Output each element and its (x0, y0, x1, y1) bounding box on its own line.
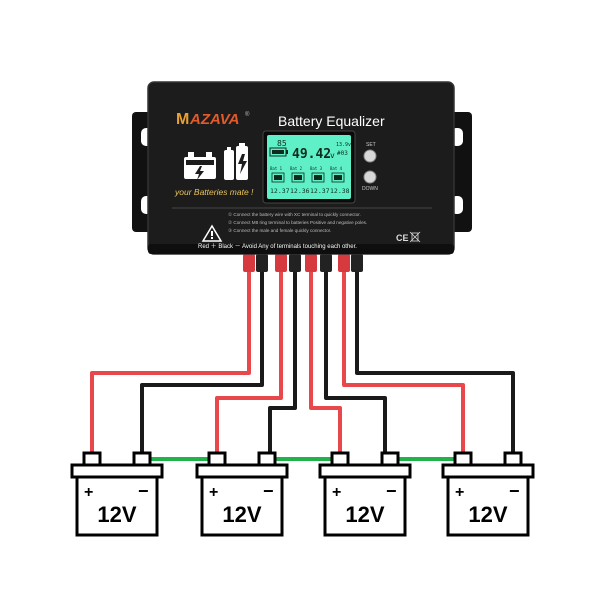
lcd-cell-label: Bat 4 (330, 166, 343, 171)
battery-2-positive-wire (215, 270, 283, 455)
lcd-small-bottom: #03 (337, 150, 348, 157)
lcd-cell-battery-icon (271, 172, 285, 183)
battery-lid (441, 463, 535, 479)
set-button-label: SET (366, 142, 376, 148)
lcd-cell-label: Bat 2 (290, 166, 303, 171)
lcd-voltage-unit: v (330, 151, 335, 160)
battery-negative-terminal[interactable] (380, 451, 400, 467)
lcd-cell-label: Bat 3 (310, 166, 323, 171)
battery-bank: +−12V+−12V+−12V+−12V (70, 451, 535, 537)
lcd-battery-percent-icon (269, 147, 288, 157)
brand-registered-mark: ® (245, 111, 250, 118)
battery-body (323, 475, 407, 537)
instruction-line-1: ① Connect the battery wire with XC termi… (228, 212, 361, 217)
instruction-line-3: ③ Connect the male and female quickly co… (228, 228, 331, 233)
battery-3-positive-wire (309, 270, 342, 455)
plug-black-1[interactable] (256, 254, 268, 272)
battery-4-positive-wire (342, 270, 465, 455)
brand-logo: AZAVA (189, 111, 239, 128)
plug-black-3[interactable] (320, 254, 332, 272)
lcd-cell-battery-icon (291, 172, 305, 183)
lcd-cell-voltage: 12.37 (310, 187, 330, 195)
battery-lid (195, 463, 289, 479)
ce-mark: CE (396, 233, 409, 243)
battery-body (200, 475, 284, 537)
equalizer-device: M AZAVA ® Battery Equalizer your Batteri… (132, 81, 472, 255)
battery-cells-icon (224, 143, 248, 180)
lcd-cell-voltage: 12.37 (270, 187, 290, 195)
battery-1-negative-wire (140, 270, 264, 455)
lcd-cell-fill (274, 175, 282, 180)
battery-2-negative-wire (268, 270, 297, 455)
lcd-percent: 85 (277, 139, 287, 148)
down-button[interactable] (363, 170, 377, 184)
battery-minus-sign: − (138, 481, 149, 501)
battery-lid (70, 463, 164, 479)
device-housing-bottom-edge (148, 244, 454, 254)
battery-1-positive-wire (90, 270, 251, 455)
warning-icon (201, 224, 223, 242)
battery-negative-terminal[interactable] (257, 451, 277, 467)
battery-positive-terminal[interactable] (82, 451, 102, 467)
battery-positive-terminal[interactable] (207, 451, 227, 467)
recycle-bin-icon (409, 231, 421, 243)
wiring (90, 270, 515, 461)
device-title: Battery Equalizer (278, 113, 385, 129)
plug-red-3[interactable] (305, 254, 317, 272)
battery-2: + −12V (195, 451, 289, 537)
battery-4: + −12V (441, 451, 535, 537)
lcd-cell-voltage: 12.36 (290, 187, 310, 195)
battery-minus-sign: − (263, 481, 274, 501)
connector-plugs (243, 254, 363, 272)
battery-4-negative-wire (355, 270, 515, 455)
set-button[interactable] (363, 149, 377, 163)
brand-initial: M (176, 111, 189, 128)
battery-plus-sign: + (332, 484, 341, 501)
plug-red-2[interactable] (275, 254, 287, 272)
battery-plus-sign: + (84, 484, 93, 501)
plug-black-4[interactable] (351, 254, 363, 272)
battery-negative-terminal[interactable] (503, 451, 523, 467)
slogan-text: your Batteries mate ! (174, 187, 254, 197)
battery-lid (318, 463, 412, 479)
lcd-total-voltage: 49.42 (292, 147, 331, 162)
instruction-line-2: ② Connect M8 ring terminal to batteries … (228, 220, 367, 225)
lcd-cell-fill (334, 175, 342, 180)
battery-plus-sign: + (209, 484, 218, 501)
battery-positive-terminal[interactable] (330, 451, 350, 467)
battery-voltage-label: 12V (222, 502, 261, 527)
lcd-cell-voltage: 12.38 (330, 187, 350, 195)
lcd-cell-battery-icon (331, 172, 345, 183)
battery-voltage-label: 12V (97, 502, 136, 527)
battery-1: + −12V (70, 451, 164, 537)
battery-charge-icon (184, 152, 216, 180)
lcd-cell-battery-icon (311, 172, 325, 183)
battery-3: + −12V (318, 451, 412, 537)
lcd-cell-label: Bat 1 (270, 166, 283, 171)
down-button-label: DOWN (362, 186, 378, 192)
battery-voltage-label: 12V (468, 502, 507, 527)
battery-minus-sign: − (509, 481, 520, 501)
battery-positive-terminal[interactable] (453, 451, 473, 467)
plug-red-1[interactable] (243, 254, 255, 272)
battery-plus-sign: + (455, 484, 464, 501)
battery-body (446, 475, 530, 537)
battery-body (75, 475, 159, 537)
lcd-cell-fill (314, 175, 322, 180)
battery-minus-sign: − (386, 481, 397, 501)
lcd-small-top: 13.9v (336, 142, 351, 148)
battery-3-negative-wire (324, 270, 387, 455)
lcd-cell-fill (294, 175, 302, 180)
plug-black-2[interactable] (289, 254, 301, 272)
warning-line: Red ＋ Black － Avoid Any of terminals tou… (198, 243, 357, 250)
battery-voltage-label: 12V (345, 502, 384, 527)
lcd-cell-readouts: Bat 1 12.37 Bat 2 12.36 Bat 3 12.37 Bat 4 12.38 (270, 166, 350, 195)
plug-red-4[interactable] (338, 254, 350, 272)
battery-negative-terminal[interactable] (132, 451, 152, 467)
